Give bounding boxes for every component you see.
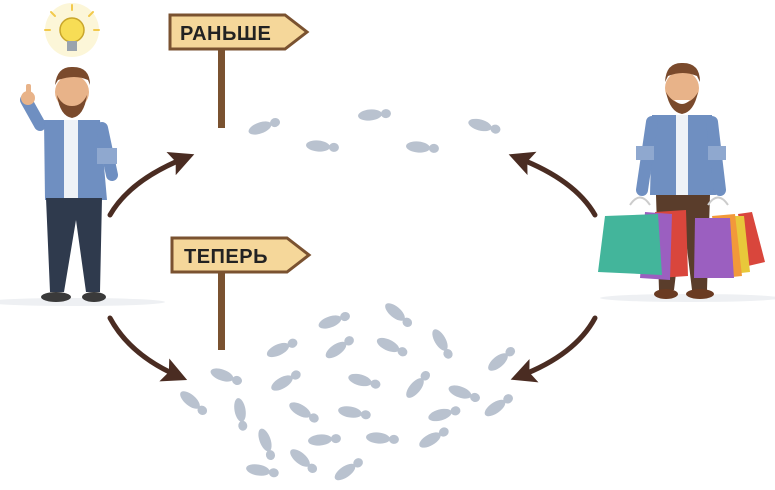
man-with-idea [20, 3, 118, 302]
arrow-down-right [510, 315, 598, 383]
shopping-bags-right [694, 196, 765, 278]
ground-shadow-right [600, 294, 775, 302]
arrow-down-left [107, 315, 188, 382]
sign-now-label: ТЕПЕРЬ [184, 246, 268, 268]
footprints-straight [246, 107, 502, 155]
lightbulb-icon [44, 3, 100, 57]
sign-board [170, 236, 312, 274]
footprints-chaotic [177, 300, 518, 484]
signpost-before: РАНЬШЕ [168, 13, 310, 128]
sign-post [218, 250, 225, 350]
man-with-shopping-bags [598, 62, 765, 299]
arrow-up-left [107, 151, 195, 218]
sign-post [218, 30, 225, 128]
shopping-bags-left [598, 196, 688, 280]
signpost-now: ТЕПЕРЬ [170, 236, 312, 350]
sign-before-label: РАНЬШЕ [180, 23, 271, 45]
sign-board [168, 13, 310, 51]
arrow-up-right [508, 151, 598, 218]
ground-shadow-left [0, 298, 165, 306]
